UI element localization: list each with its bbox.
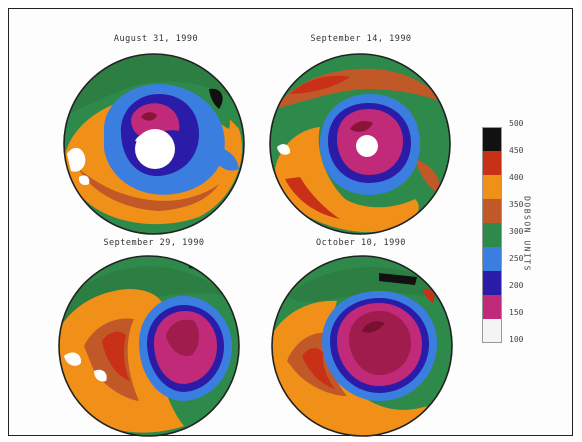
- color-swatch-150: [482, 295, 502, 320]
- ozone-map-sep14: [269, 53, 451, 235]
- tick-label-350: 350: [509, 200, 524, 209]
- color-swatch-200: [482, 271, 502, 296]
- map-title-oct10: October 10, 1990: [316, 238, 406, 248]
- tick-label-100: 100: [509, 335, 524, 344]
- color-scale-bar: [482, 127, 502, 343]
- ozone-map-oct10: [271, 255, 453, 437]
- tick-label-200: 200: [509, 281, 524, 290]
- tick-label-300: 300: [509, 227, 524, 236]
- tick-label-150: 150: [509, 308, 524, 317]
- map-title-sep14: September 14, 1990: [310, 34, 412, 44]
- color-swatch-100: [482, 319, 502, 343]
- color-swatch-450: [482, 151, 502, 176]
- color-swatch-350: [482, 199, 502, 224]
- color-scale-border: [482, 127, 502, 343]
- color-swatch-250: [482, 247, 502, 272]
- dobson-units-label: DOBSON UNITS: [522, 196, 532, 272]
- ozone-map-aug31: [63, 53, 245, 235]
- tick-label-400: 400: [509, 173, 524, 182]
- tick-label-450: 450: [509, 146, 524, 155]
- color-swatch-300: [482, 223, 502, 248]
- map-title-sep29: September 29, 1990: [103, 238, 205, 248]
- tick-label-250: 250: [509, 254, 524, 263]
- map-title-aug31: August 31, 1990: [113, 34, 199, 44]
- ozone-map-sep29: [58, 255, 240, 437]
- figure-frame: August 31, 1990 September 14, 1990 Septe…: [8, 8, 573, 437]
- tick-label-500: 500: [509, 119, 524, 128]
- color-swatch-500: [482, 127, 502, 152]
- color-swatch-400: [482, 175, 502, 200]
